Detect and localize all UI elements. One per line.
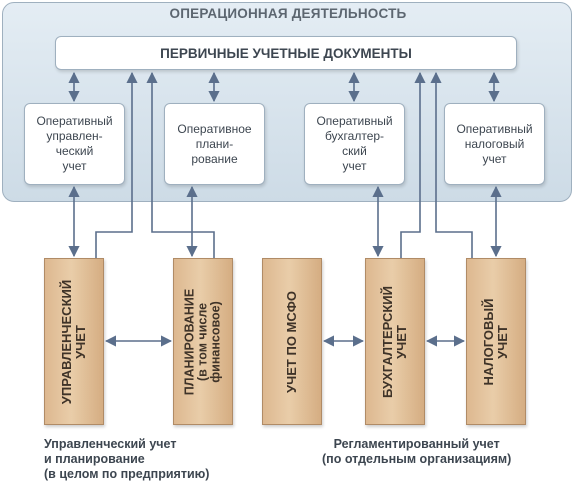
arrow-bookkeeping-bar-to-docs	[400, 71, 426, 258]
planning-bar: ПЛАНИРОВАНИЕ (в том числе финансовое)	[173, 258, 233, 425]
tax-accounting-bar: НАЛОГОВЫЙ УЧЕТ	[466, 258, 526, 425]
primary-documents-box: ПЕРВИЧНЫЕ УЧЕТНЫЕ ДОКУМЕНТЫ	[55, 36, 517, 70]
arrow-management-bar-to-docs	[95, 71, 138, 258]
operational-planning-box: Оперативное плани- рование	[164, 103, 265, 185]
arrow-tax-bar-to-docs	[430, 71, 473, 258]
management-accounting-bar: УПРАВЛЕНЧЕСКИЙ УЧЕТ	[44, 258, 104, 425]
operational-bookkeeping-box: Оперативный бухгалтер- ский учет	[304, 103, 405, 185]
arrow-planning-bar-to-docs	[146, 71, 215, 258]
right-caption: Регламентированный учет (по отдельным ор…	[322, 437, 512, 466]
ifrs-accounting-bar: УЧЕТ ПО МСФО	[262, 258, 322, 425]
operational-tax-accounting-box: Оперативный налоговый учет	[444, 103, 545, 185]
panel-title: ОПЕРАЦИОННАЯ ДЕЯТЕЛЬНОСТЬ	[169, 6, 407, 21]
left-caption: Управленческий учет и планирование (в це…	[44, 437, 210, 481]
bookkeeping-bar: БУХГАЛТЕРСКИЙ УЧЕТ	[365, 258, 425, 425]
operational-management-accounting-box: Оперативный управлен- ческий учет	[24, 103, 125, 185]
